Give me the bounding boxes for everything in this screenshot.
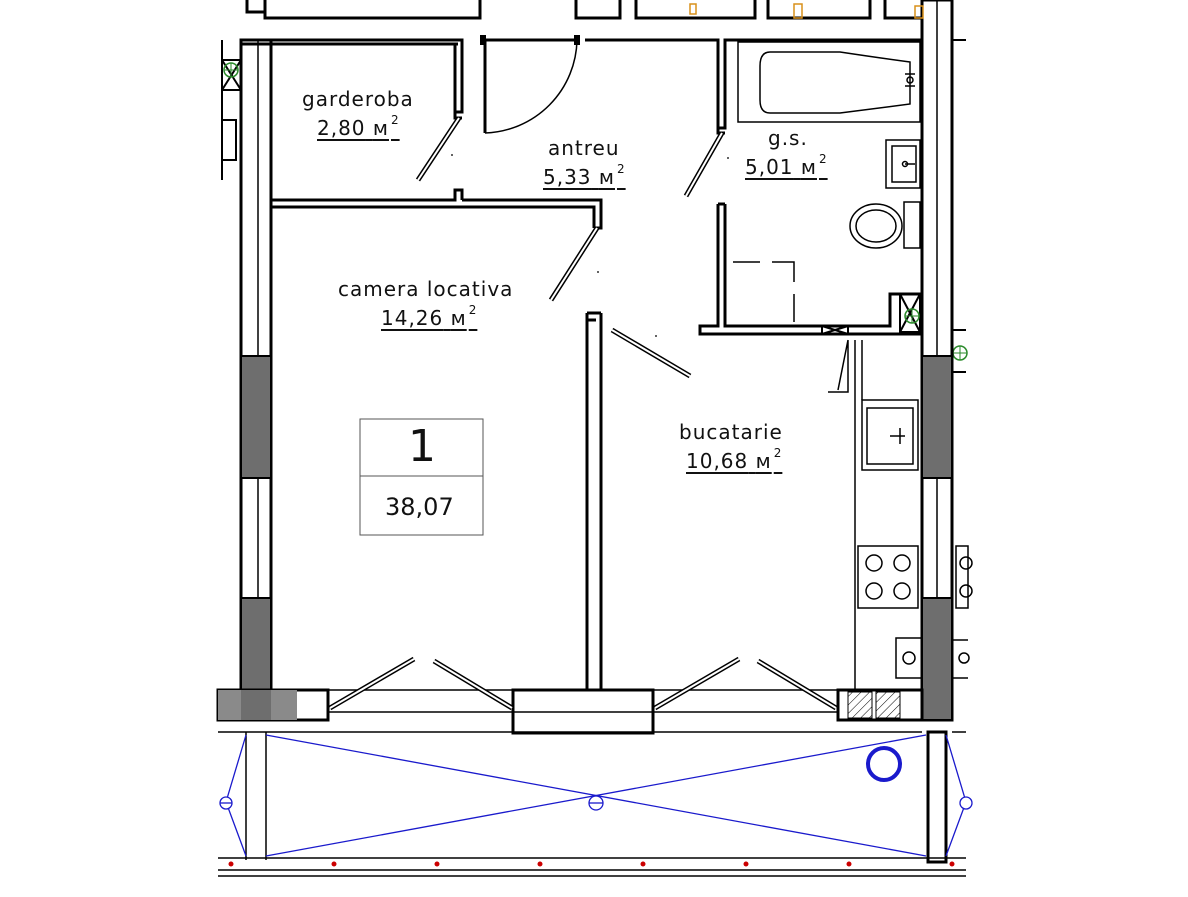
top-fragments — [245, 0, 925, 20]
neighbour-appliances — [952, 545, 973, 679]
plan-dots — [451, 154, 729, 337]
apartment-number: 1 — [408, 421, 436, 472]
entrance-door — [480, 35, 580, 134]
bathtub — [737, 41, 921, 123]
bathroom-shafts — [821, 293, 921, 335]
garderoba-door — [415, 116, 462, 182]
balcony-pivot-icon — [219, 795, 973, 811]
balcony — [218, 730, 966, 877]
left-exterior-wall — [239, 38, 273, 721]
railing-dots — [228, 861, 955, 867]
bathroom-door — [683, 131, 725, 198]
bucatarie-name: bucatarie — [679, 420, 783, 444]
camera-kitchen-partition — [585, 311, 603, 690]
top-wall — [241, 38, 922, 133]
bottom-wall — [216, 688, 966, 735]
drain-icon — [866, 746, 902, 782]
garderoba-walls — [271, 112, 464, 209]
shower-area — [733, 261, 795, 322]
antreu-name: antreu — [548, 136, 620, 160]
camera-door — [548, 226, 600, 302]
kitchen-counter — [828, 339, 923, 690]
washbasin — [885, 139, 921, 189]
camera-name: camera locativa — [338, 277, 514, 301]
toilet — [849, 201, 921, 249]
gs-name: g.s. — [768, 126, 808, 150]
vent-icon — [904, 308, 920, 324]
left-shafts — [221, 40, 242, 180]
vent-icon — [952, 345, 968, 361]
garderoba-name: garderoba — [302, 87, 414, 111]
antreu-camera-wall — [462, 198, 603, 230]
balcony-doors — [328, 656, 838, 711]
apartment-tag-box — [359, 418, 484, 536]
kitchen-door — [610, 327, 692, 379]
right-exterior-wall — [914, 0, 966, 722]
vent-icon — [223, 62, 239, 78]
apartment-total-area: 38,07 — [385, 493, 454, 521]
